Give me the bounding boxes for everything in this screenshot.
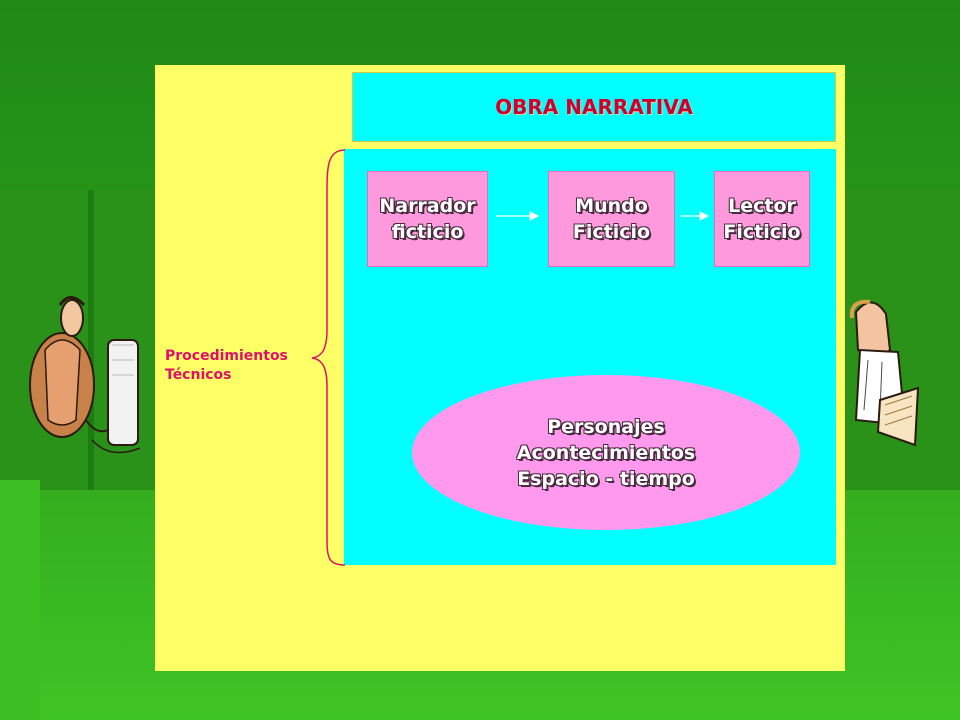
mundo-line2: Ficticio	[572, 221, 651, 243]
background-left-panel	[0, 480, 40, 720]
oval-line3: Espacio - tiempo	[517, 467, 695, 490]
narrador-line1: Narrador	[379, 195, 476, 217]
side-label-line1: Procedimientos	[165, 348, 288, 364]
oval-line1: Personajes	[547, 415, 665, 438]
background-stripe	[88, 190, 94, 490]
lector-line2: Ficticio	[723, 221, 801, 243]
title-box: OBRA NARRATIVA	[352, 72, 836, 142]
curly-brace	[311, 149, 346, 566]
oval-line2: Acontecimientos	[516, 441, 696, 464]
elements-oval: Personajes Acontecimientos Espacio - tie…	[412, 375, 800, 530]
diagram-title: OBRA NARRATIVA	[495, 95, 693, 119]
side-label-line2: Técnicos	[165, 367, 232, 383]
mundo-box: Mundo Ficticio	[548, 171, 675, 267]
lector-box: Lector Ficticio	[714, 171, 810, 267]
man-at-computer-icon	[29, 296, 141, 454]
mundo-line1: Mundo	[575, 195, 648, 217]
woman-reading-icon	[849, 299, 920, 447]
lector-line1: Lector	[728, 195, 796, 217]
narrador-box: Narrador ficticio	[367, 171, 488, 267]
narrador-line2: ficticio	[391, 221, 464, 243]
side-label: Procedimientos Técnicos	[165, 347, 288, 385]
